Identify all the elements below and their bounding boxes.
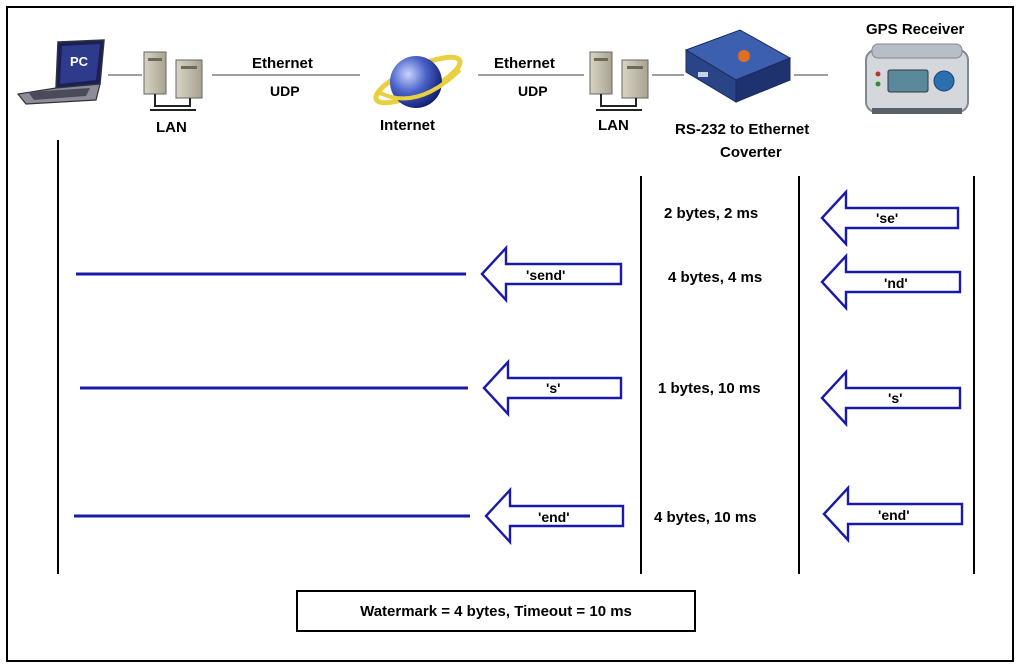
link2-top-label: Ethernet bbox=[494, 55, 555, 72]
converter-label-line1: RS-232 to Ethernet bbox=[675, 121, 809, 138]
right-message-arrow bbox=[820, 188, 960, 248]
link2-bottom-label: UDP bbox=[518, 83, 548, 99]
right-arrow-label: 's' bbox=[888, 390, 902, 406]
converter-label-line2: Coverter bbox=[720, 144, 782, 161]
left-message-arrow bbox=[484, 486, 625, 546]
watermark-timeout-box: Watermark = 4 bytes, Timeout = 10 ms bbox=[296, 590, 696, 632]
lan-server-icon bbox=[589, 51, 649, 111]
timing-label: 4 bytes, 4 ms bbox=[668, 269, 762, 286]
footer-text: Watermark = 4 bytes, Timeout = 10 ms bbox=[360, 602, 632, 620]
right-arrow-label: 'nd' bbox=[884, 275, 908, 291]
right-arrow-label: 'end' bbox=[878, 507, 910, 523]
lan2-label: LAN bbox=[598, 117, 629, 134]
lan1-label: LAN bbox=[156, 119, 187, 136]
lan-server-icon bbox=[143, 51, 203, 111]
right-message-arrow bbox=[820, 252, 962, 312]
timing-label: 4 bytes, 10 ms bbox=[654, 509, 757, 526]
gps-receiver-icon bbox=[865, 43, 969, 114]
timing-label: 1 bytes, 10 ms bbox=[658, 380, 761, 397]
right-arrow-label: 'se' bbox=[876, 210, 898, 226]
gps-label: GPS Receiver bbox=[866, 21, 965, 38]
laptop-icon bbox=[16, 39, 105, 105]
timing-label: 2 bytes, 2 ms bbox=[664, 205, 758, 222]
left-arrow-label: 'send' bbox=[526, 267, 565, 283]
left-arrow-label: 'end' bbox=[538, 509, 570, 525]
converter-device-icon bbox=[684, 29, 792, 103]
link1-top-label: Ethernet bbox=[252, 55, 313, 72]
diagram-frame bbox=[6, 6, 1014, 662]
link1-bottom-label: UDP bbox=[270, 83, 300, 99]
left-message-arrow bbox=[480, 244, 623, 304]
pc-label: PC bbox=[70, 54, 89, 69]
left-message-arrow bbox=[482, 358, 623, 418]
lifelines bbox=[57, 140, 975, 574]
internet-label: Internet bbox=[380, 117, 435, 134]
internet-globe-icon bbox=[373, 54, 463, 108]
left-arrow-label: 's' bbox=[546, 380, 560, 396]
right-message-arrow bbox=[822, 484, 964, 544]
right-message-arrow bbox=[820, 368, 962, 428]
